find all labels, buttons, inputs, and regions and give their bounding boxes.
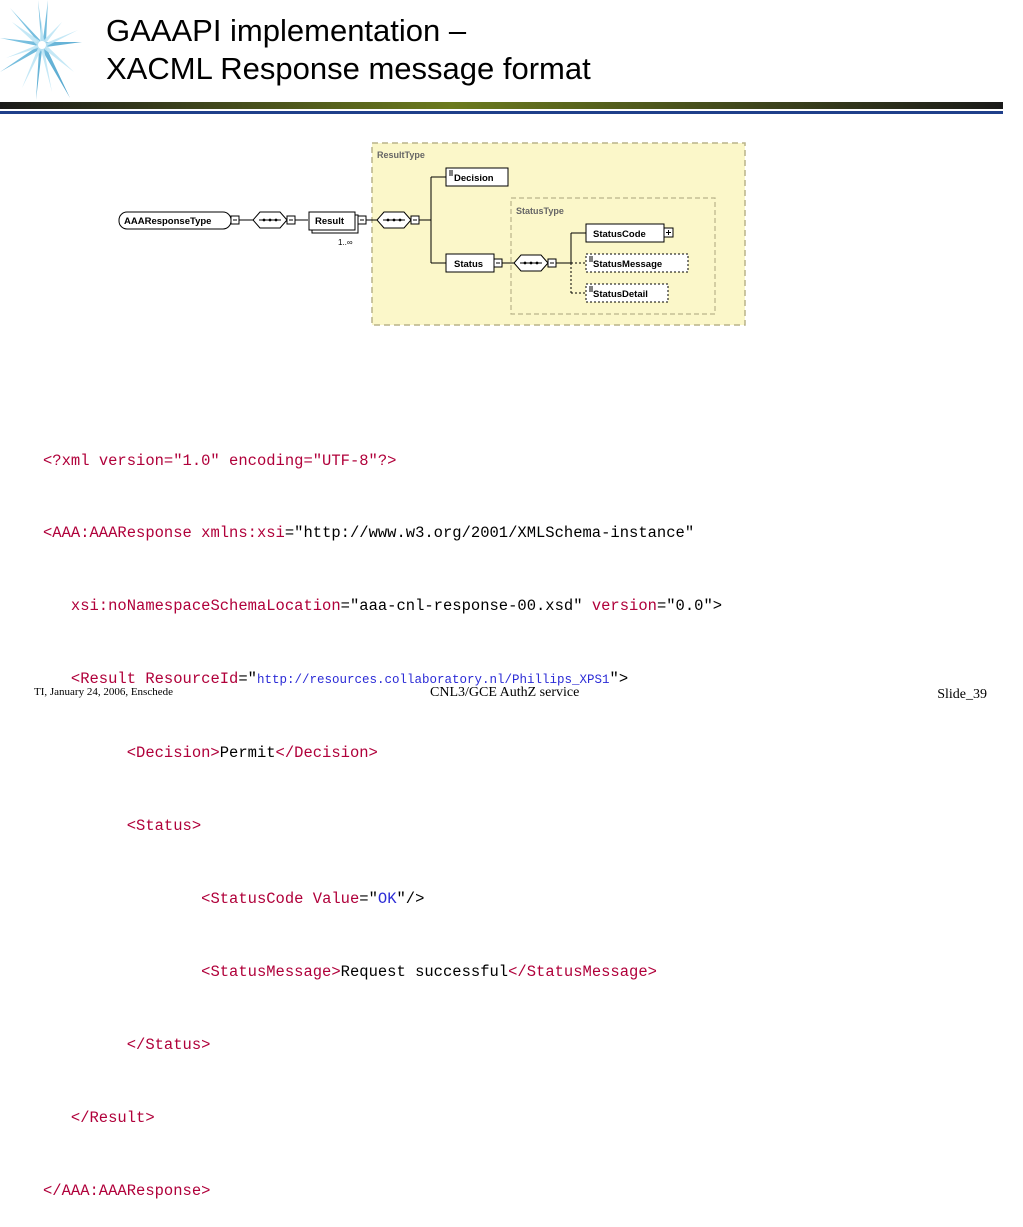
status-code-label: StatusCode xyxy=(593,229,646,240)
footer-title: CNL3/GCE AuthZ service xyxy=(430,685,580,700)
result-node xyxy=(308,211,356,231)
page-title: GAAAPI implementation – XACML Response m… xyxy=(106,12,591,88)
status-message-node xyxy=(585,253,689,273)
status-label: Status xyxy=(454,259,483,270)
code-line-1: <?xml version="1.0" encoding="UTF-8"?> xyxy=(43,451,397,470)
status-detail-node xyxy=(585,283,669,303)
title-line-1: GAAAPI implementation – xyxy=(106,13,467,48)
code-line-10: </Result> xyxy=(70,1108,155,1127)
root-label: AAAResponseType xyxy=(124,216,211,227)
slide-number: Slide_39 xyxy=(937,687,987,702)
result-label: Result xyxy=(315,216,345,227)
status-detail-label: StatusDetail xyxy=(593,289,648,300)
code-line-5: <Decision>Permit</Decision> xyxy=(126,744,378,763)
result-multiplicity: 1..∞ xyxy=(338,238,353,247)
code-line-9: </Status> xyxy=(126,1035,211,1054)
footer-date: TI, January 24, 2006, Enschede xyxy=(34,686,173,698)
code-line-4: <Result ResourceId="http://resources.col… xyxy=(70,670,629,689)
resource-id-link: http://resources.collaboratory.nl/Philli… xyxy=(256,673,610,688)
xml-code-block: <?xml version="1.0" encoding="UTF-8"?> <… xyxy=(43,400,722,1227)
code-line-2: <AAA:AAAResponse xmlns:xsi="http://www.w… xyxy=(43,524,695,543)
code-line-3: xsi:noNamespaceSchemaLocation="aaa-cnl-r… xyxy=(70,597,723,616)
result-type-label: ResultType xyxy=(377,150,425,160)
result-type-box xyxy=(371,142,746,326)
decision-label: Decision xyxy=(454,173,494,184)
code-line-11: </AAA:AAAResponse> xyxy=(43,1181,211,1200)
status-type-label: StatusType xyxy=(516,206,564,216)
title-line-2: XACML Response message format xyxy=(106,51,591,86)
decision-node xyxy=(445,167,509,187)
status-message-label: StatusMessage xyxy=(593,259,662,270)
schema-diagram: ResultType StatusType AAAResponseType Re… xyxy=(118,142,746,326)
title-divider xyxy=(0,102,1003,114)
code-line-7: <StatusCode Value="OK"/> xyxy=(201,889,425,908)
starburst-logo xyxy=(0,0,82,100)
code-line-6: <Status> xyxy=(126,817,202,836)
code-line-8: <StatusMessage>Request successful</Statu… xyxy=(201,962,657,981)
